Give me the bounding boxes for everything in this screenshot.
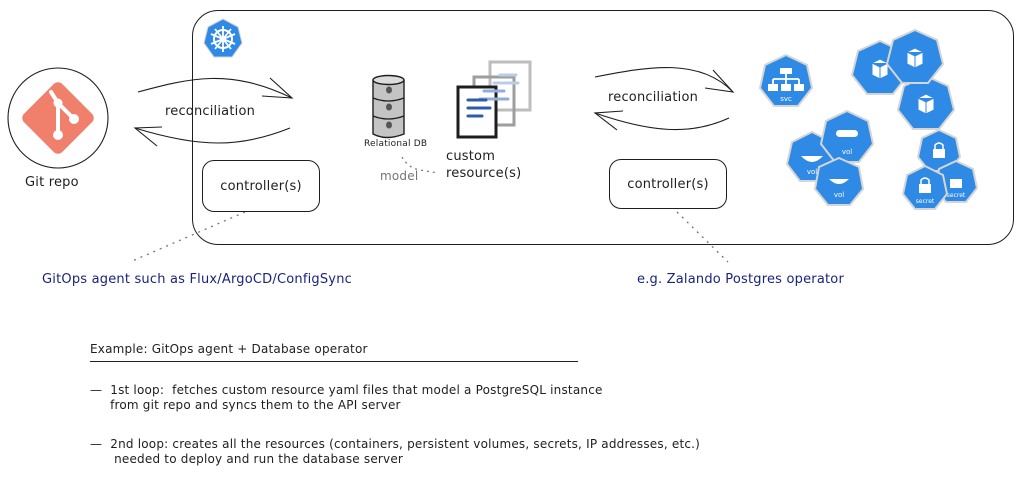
right-controller-box: controller(s) — [609, 159, 727, 209]
kubernetes-cluster-boundary — [192, 10, 1014, 245]
bullet-2nd-loop-line1: — 2nd loop: creates all the resources (c… — [90, 437, 701, 451]
svg-text:secret: secret — [947, 192, 966, 199]
custom-resource-label-line1: custom — [446, 149, 496, 164]
svg-text:vol: vol — [807, 168, 817, 176]
arrowhead-left — [133, 126, 163, 147]
left-controller-box: controller(s) — [202, 160, 320, 212]
database-icon — [372, 74, 405, 139]
arrowhead-right — [704, 69, 735, 93]
svg-text:secret: secret — [916, 198, 935, 205]
bullet-1st-loop-line1: — 1st loop: fetches custom resource yaml… — [90, 383, 603, 397]
custom-resource-label-line2: resource(s) — [446, 166, 522, 181]
arrow-to-resources — [594, 66, 734, 93]
service-icon: svc — [758, 53, 814, 107]
arrowhead-right — [261, 77, 294, 99]
git-logo-icon — [22, 82, 94, 154]
example-title: Example: GitOps agent + Database operato… — [90, 342, 368, 356]
right-controller-label: controller(s) — [627, 176, 709, 192]
gitops-leader-line — [129, 211, 246, 263]
example-divider — [90, 361, 578, 362]
svc-label: svc — [780, 95, 792, 103]
git-repo-label: Git repo — [25, 175, 79, 190]
volume-icon: vol — [813, 156, 865, 206]
operator-note: e.g. Zalando Postgres operator — [637, 272, 844, 287]
k8s-resources: svc vol vol vol — [758, 28, 979, 210]
arrow-to-git — [134, 127, 291, 144]
model-connector — [401, 156, 439, 174]
git-repo-node — [7, 67, 109, 169]
pod-icon — [896, 74, 956, 130]
kubernetes-icon — [203, 18, 243, 58]
volume-icon: vol — [819, 109, 875, 163]
svg-text:vol: vol — [834, 191, 844, 199]
right-reconciliation-arrows — [593, 66, 735, 131]
arrowhead-left — [593, 110, 624, 131]
left-controller-label: controller(s) — [220, 178, 302, 194]
left-reconciliation-arrows — [133, 77, 294, 147]
arrow-to-cr — [594, 112, 730, 131]
model-label: model — [380, 169, 419, 183]
custom-resources-icon — [456, 60, 532, 139]
left-reconciliation-label: reconciliation — [165, 104, 256, 119]
pod-icon — [885, 28, 945, 84]
arrow-to-cluster — [137, 77, 293, 99]
secret-icon: secret — [901, 164, 949, 210]
operator-leader-line — [676, 211, 729, 263]
bullet-2nd-loop-line2: needed to deploy and run the database se… — [90, 452, 404, 466]
database-label: Relational DB — [364, 139, 428, 149]
svg-text:vol: vol — [842, 148, 852, 156]
gitops-agent-note: GitOps agent such as Flux/ArgoCD/ConfigS… — [42, 272, 352, 287]
bullet-1st-loop-line2: from git repo and syncs them to the API … — [90, 398, 401, 412]
right-reconciliation-label: reconciliation — [608, 90, 699, 105]
